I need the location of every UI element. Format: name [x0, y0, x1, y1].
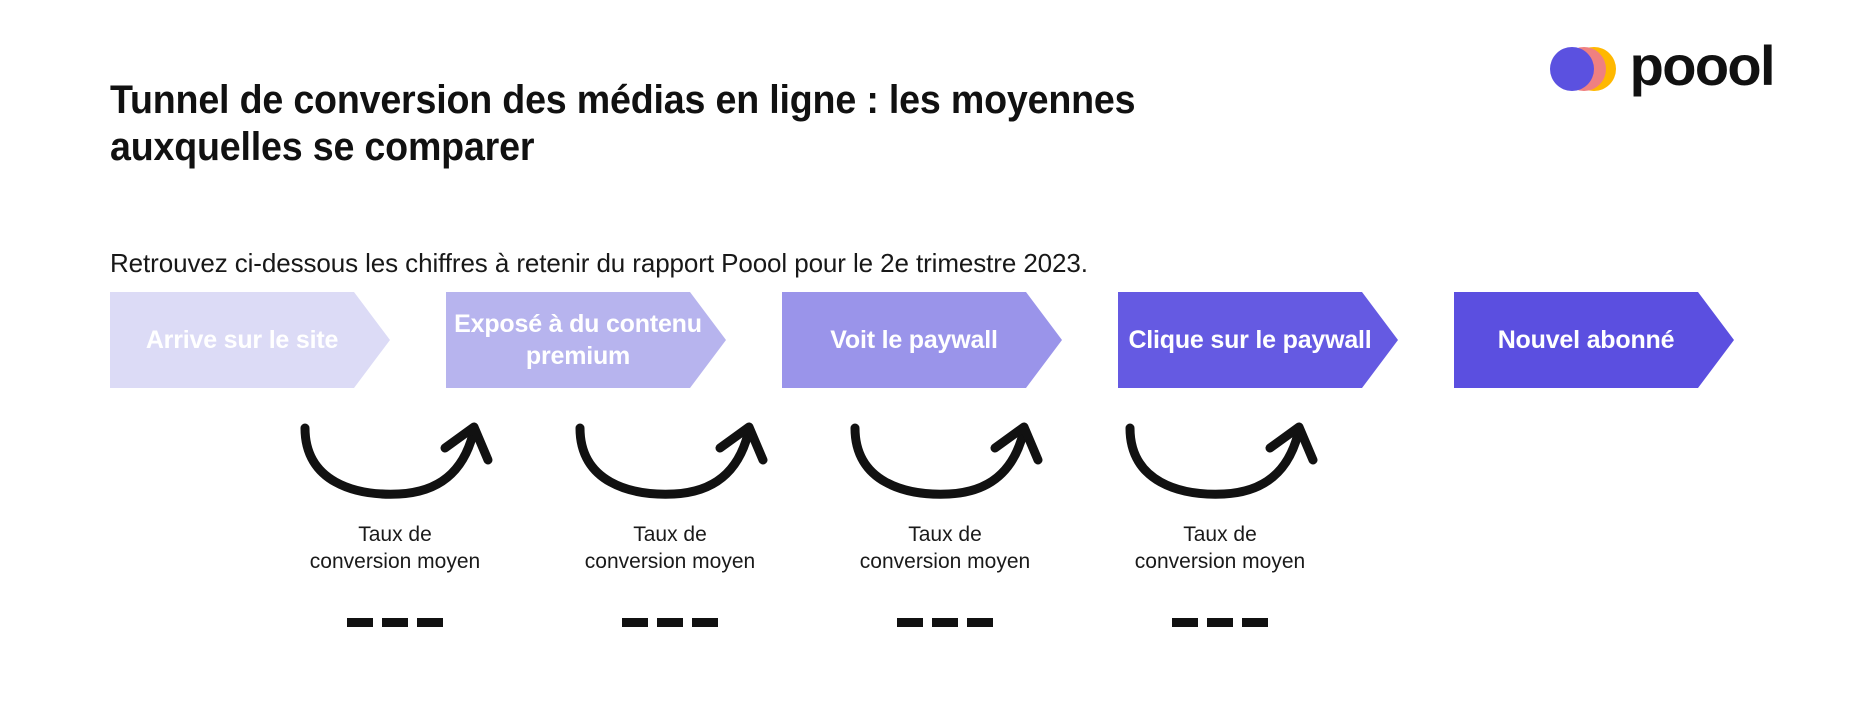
curved-arrow-glyph: [575, 422, 768, 499]
page-header: Tunnel de conversion des médias en ligne…: [0, 0, 1858, 170]
funnel-step-expose-a-du-contenu-premium[interactable]: Exposé à du contenu premium: [446, 292, 726, 388]
funnel-step-label: Arrive sur le site: [145, 325, 339, 354]
curved-arrow-glyph: [1125, 422, 1318, 499]
conversion-metric: Taux de conversion moyen: [825, 522, 1065, 627]
conversion-arrows-row: [110, 420, 1790, 500]
funnel-step-label: Clique sur le paywall: [1128, 325, 1372, 354]
conversion-metric: Taux de conversion moyen: [1100, 522, 1340, 627]
conversion-metric-value-placeholder: [825, 617, 1065, 627]
funnel-step-label: Exposé à du contenu premium: [454, 309, 702, 370]
poool-logo: poool: [1549, 38, 1776, 94]
conversion-metric-value-placeholder: [275, 617, 515, 627]
conversion-metric-value-placeholder: [1100, 617, 1340, 627]
funnel-step-nouvel-abonne[interactable]: Nouvel abonné: [1454, 292, 1734, 388]
page-subtitle: Retrouvez ci-dessous les chiffres à rete…: [110, 248, 1088, 278]
page-title: Tunnel de conversion des médias en ligne…: [110, 77, 1136, 169]
logo-circles-icon: [1549, 47, 1616, 91]
curved-arrow-icon: [570, 420, 770, 500]
conversion-metric-label: Taux de conversion moyen: [1134, 523, 1306, 573]
curved-arrow-glyph: [300, 422, 493, 499]
logo-dot-violet-icon: [1549, 47, 1594, 91]
funnel-step-label: Nouvel abonné: [1497, 325, 1675, 354]
curved-arrow-icon: [845, 420, 1045, 500]
conversion-metric-label: Taux de conversion moyen: [584, 523, 756, 573]
conversion-metric: Taux de conversion moyen: [275, 522, 515, 627]
conversion-metrics-row: Taux de conversion moyen Taux de convers…: [110, 522, 1790, 652]
funnel-step-arrive-sur-le-site[interactable]: Arrive sur le site: [110, 292, 390, 388]
curved-arrow-icon: [1120, 420, 1320, 500]
conversion-metric: Taux de conversion moyen: [550, 522, 790, 627]
conversion-metric-label: Taux de conversion moyen: [309, 523, 481, 573]
conversion-metric-label: Taux de conversion moyen: [859, 523, 1031, 573]
curved-arrow-icon: [295, 420, 495, 500]
curved-arrow-glyph: [850, 422, 1043, 499]
conversion-metric-value-placeholder: [550, 617, 790, 627]
funnel-step-voit-le-paywall[interactable]: Voit le paywall: [782, 292, 1062, 388]
funnel-step-clique-sur-le-paywall[interactable]: Clique sur le paywall: [1118, 292, 1398, 388]
logo-wordmark: poool: [1629, 34, 1776, 97]
funnel-step-label: Voit le paywall: [830, 325, 998, 354]
funnel-steps-row: Arrive sur le site Exposé à du contenu p…: [110, 292, 1790, 388]
